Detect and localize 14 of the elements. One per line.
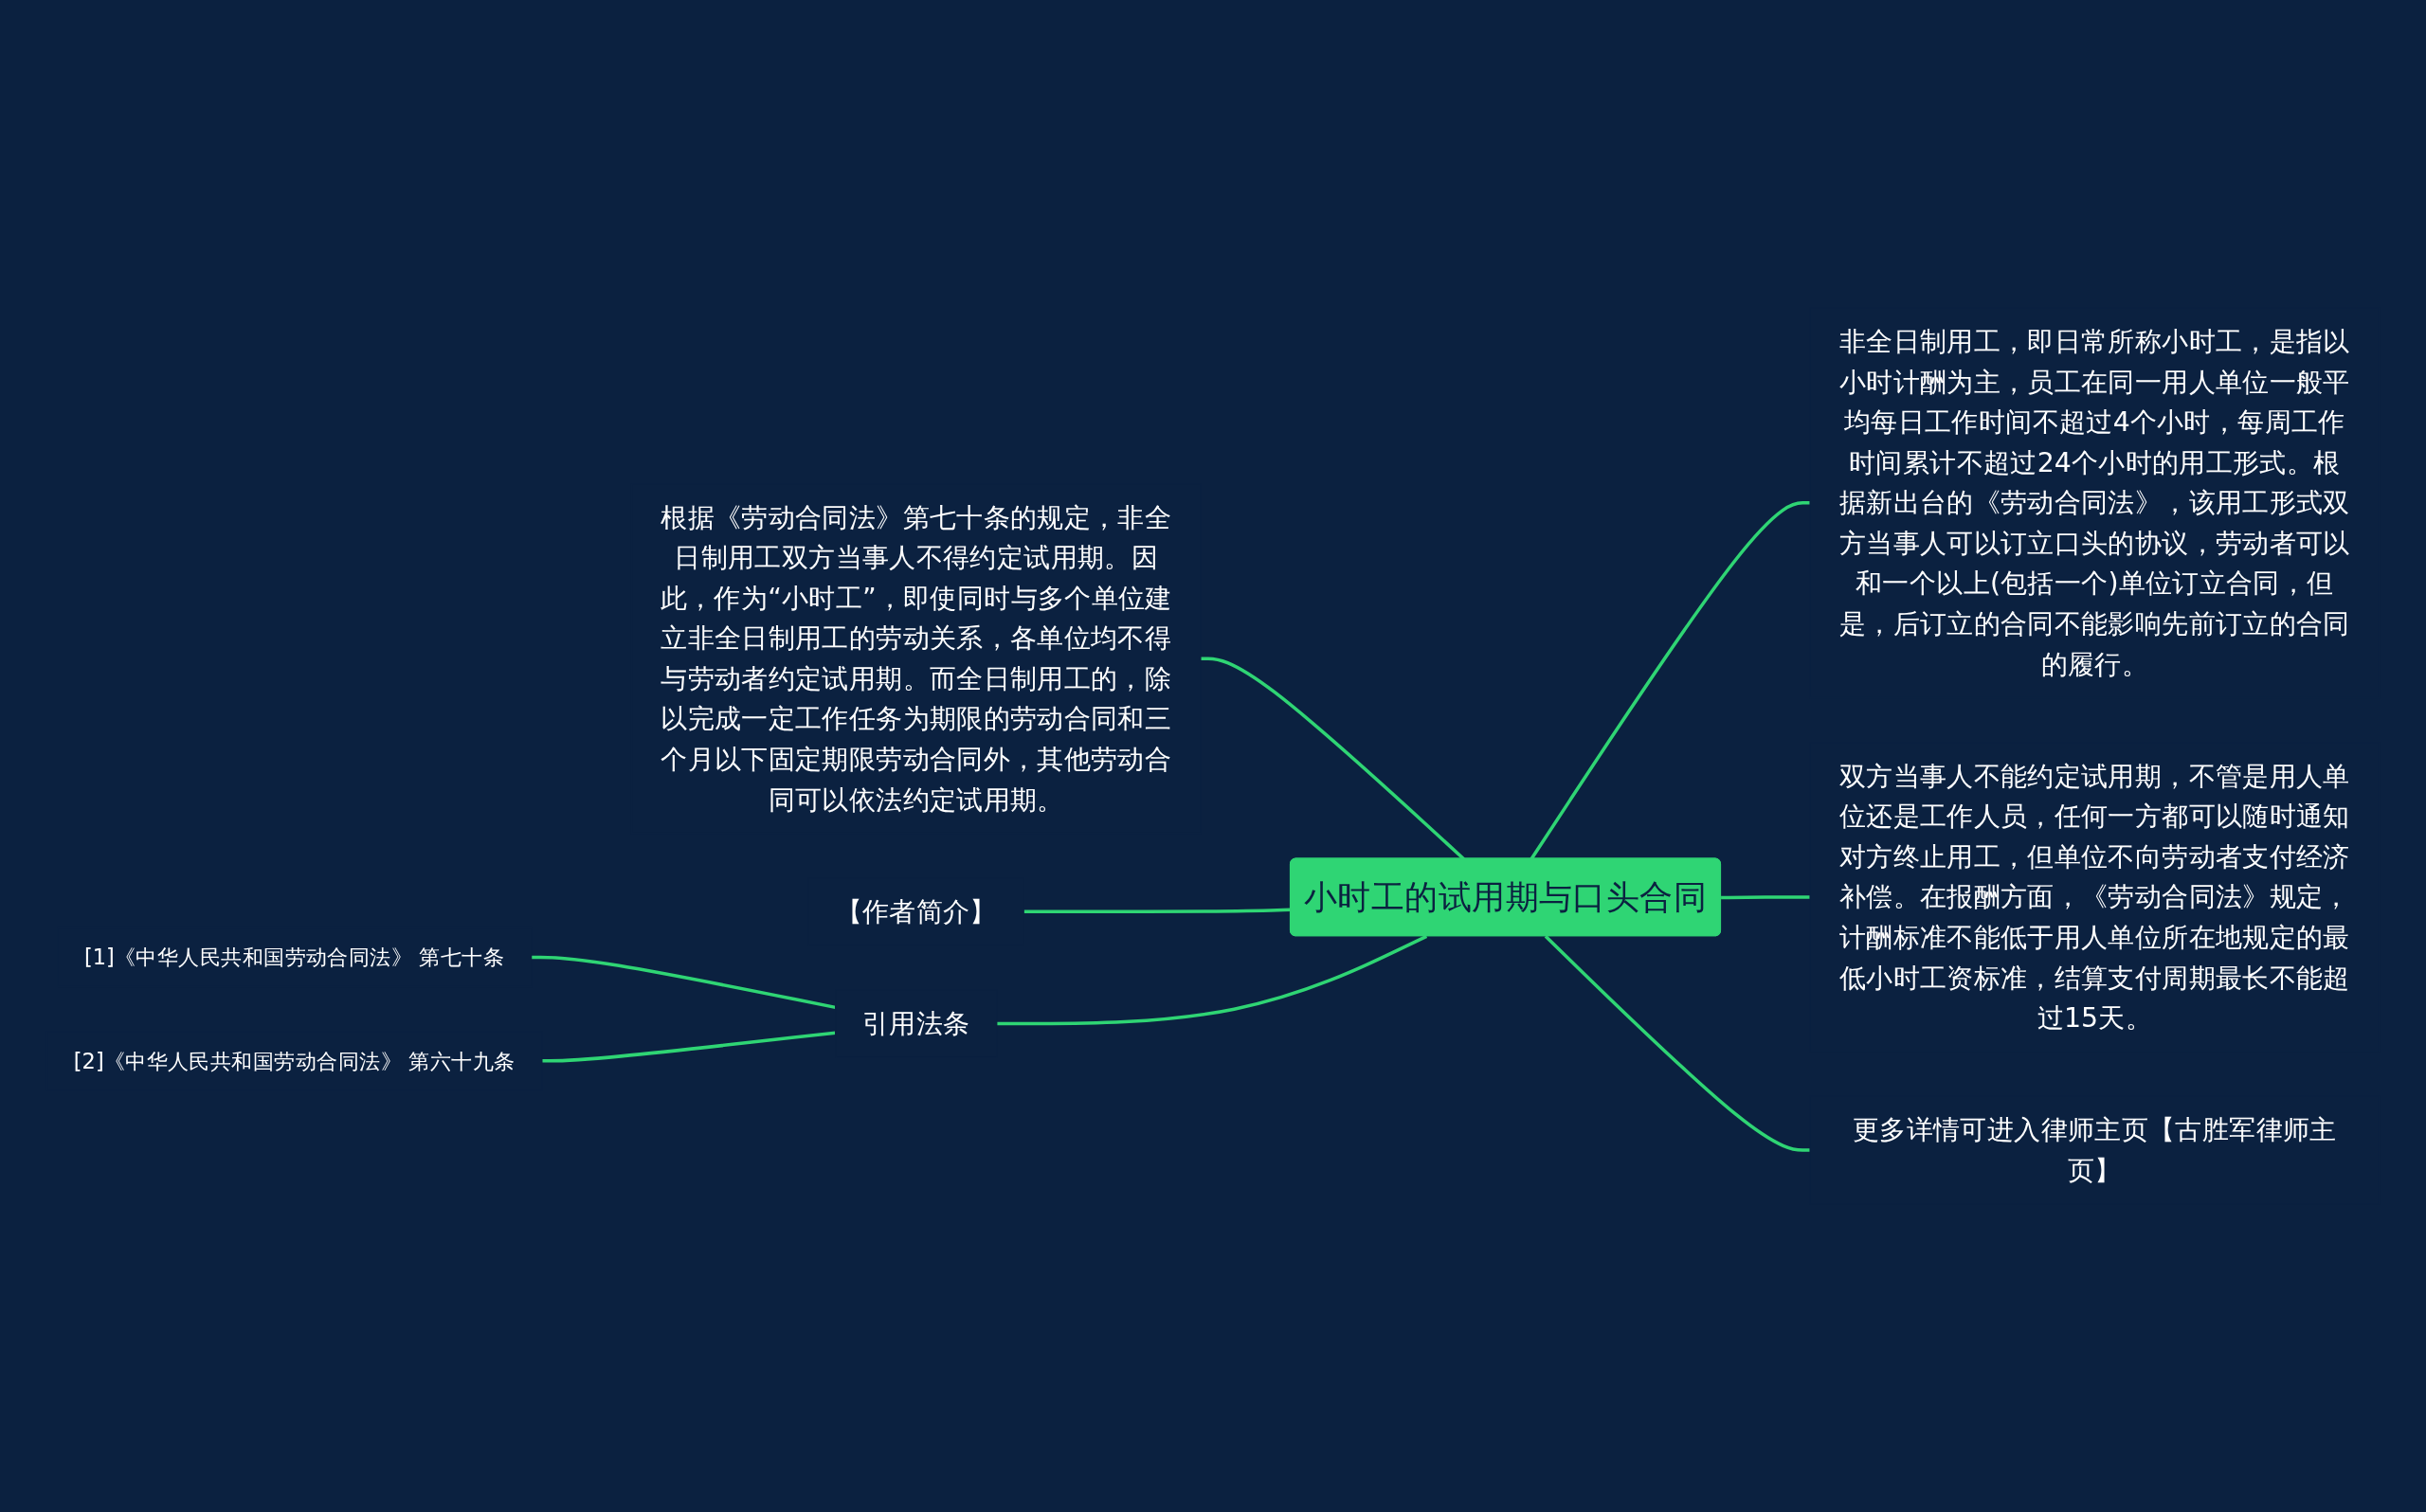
connector xyxy=(996,934,1428,1026)
connector xyxy=(541,1031,836,1063)
node-text: 双方当事人不能约定试用期，不管是用人单位还是工作人员，任何一方都可以随时通知对方终止用工，但单位不向劳动者支付经济补偿。在报酬方面，《劳动合同法》规定，计酬标准不能低于用人单位所在地规定的最低小时工资标准，结算支付周期最长不能超过15天。 xyxy=(1838,760,2350,1035)
node-text: 非全日制用工，即日常所称小时工，是指以小时计酬为主，员工在同一用人单位一般平均每日工作时间不超过4个小时，每周工作时间累计不超过24个小时的用工形式。根据新出台的《劳动合同法》，该用工形式双方当事人可以订立口头的协议，劳动者可以和一个以上(包括一个)单位订立合同，但是，后订立的合同不能影响先前订立的合同的履行。 xyxy=(1838,326,2350,680)
node-text: 【作者简介】 xyxy=(835,895,997,927)
node-text: 根据《劳动合同法》第七十条的规定，非全日制用工双方当事人不得约定试用期。因此，作为“小时工”，即使同时与多个单位建立非全日制用工的劳动关系，各单位均不得与劳动者约定试用期。而全日制用工的，除以完成一定工作任务为期限的劳动合同和三个月以下固定期限劳动合同外，其他劳动合同可以依法约定试用期。 xyxy=(660,501,1172,816)
connector xyxy=(531,955,836,1010)
connector xyxy=(1530,501,1811,860)
node-text: [2]《中华人民共和国劳动合同法》 第六十九条 xyxy=(73,1048,516,1073)
connector xyxy=(1544,935,1811,1152)
node-text: 引用法条 xyxy=(861,1007,970,1040)
node-text: [1]《中华人民共和国劳动合同法》 第七十条 xyxy=(84,945,505,970)
node-text: 更多详情可进入律师主页【古胜军律师主页】 xyxy=(1852,1114,2337,1186)
connector xyxy=(1721,895,1811,900)
